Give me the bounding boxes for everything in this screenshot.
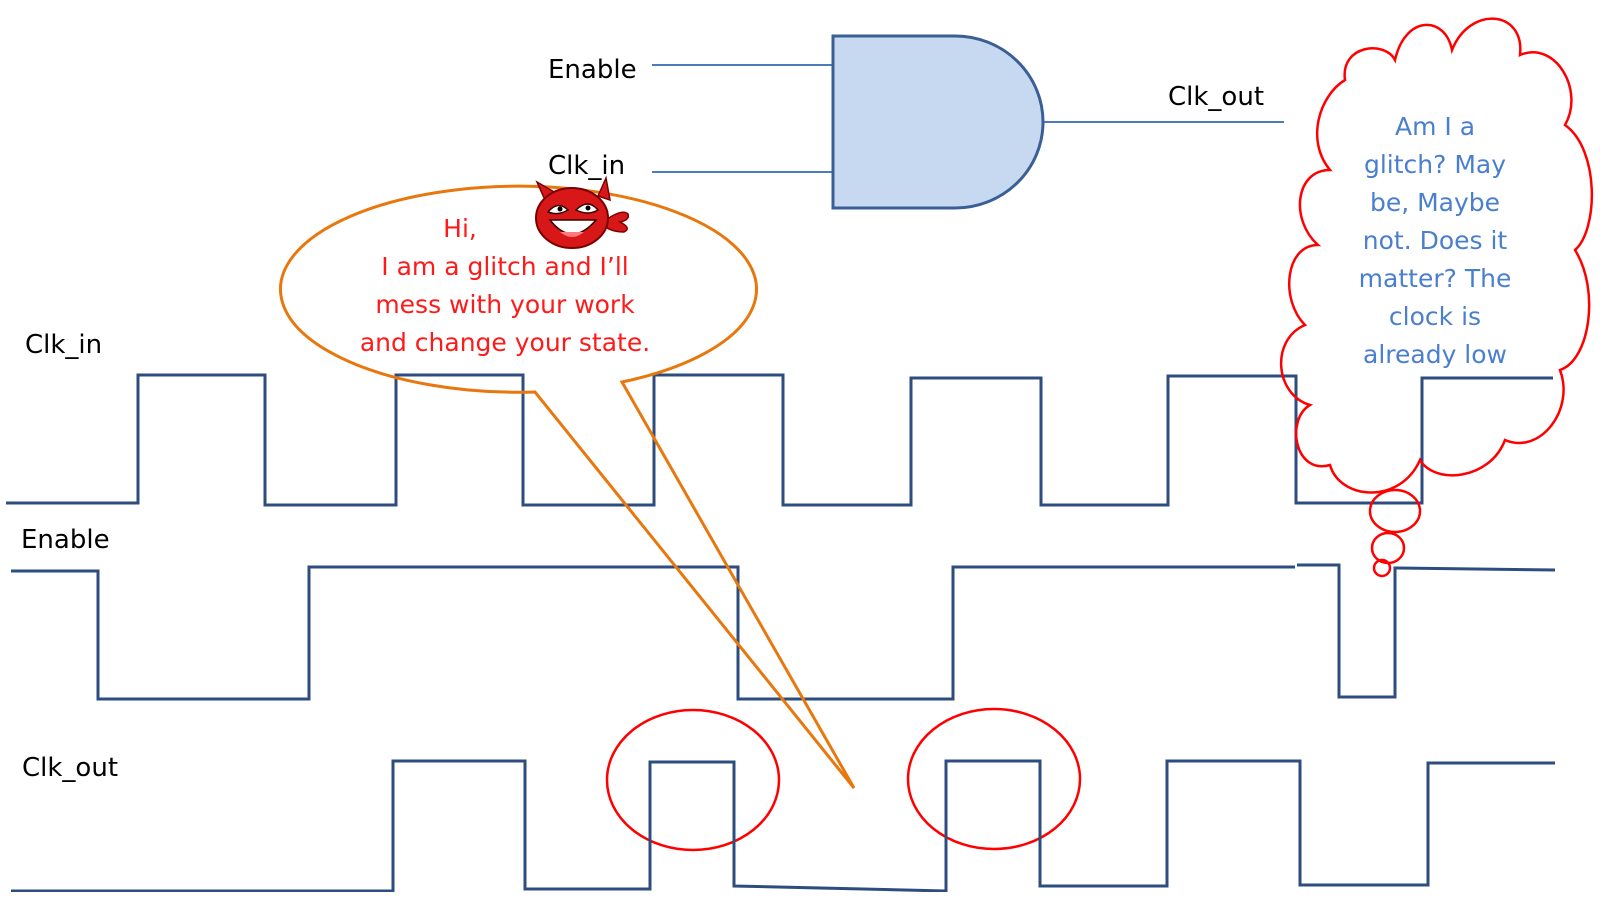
thought-line-7: already low <box>1363 340 1507 369</box>
speech-line-2: I am a glitch and I’ll <box>381 252 629 281</box>
glitch-highlight-circle-1 <box>605 708 781 852</box>
thought-line-4: not. Does it <box>1362 226 1508 255</box>
gate-clk-out-label: Clk_out <box>1168 82 1265 112</box>
thought-dot-small <box>1372 558 1392 578</box>
thought-line-1: Am I a <box>1394 112 1476 141</box>
clk-in-waveform <box>6 373 1553 507</box>
clk-in-wave-label: Clk_in <box>25 330 103 360</box>
clk-out-waveform <box>11 759 1555 893</box>
gate-enable-label: Enable <box>548 55 637 85</box>
enable-waveform <box>11 563 1556 701</box>
gate-clk-in-label: Clk_in <box>548 151 626 181</box>
and-gate-group <box>652 34 1284 210</box>
glitch-highlight-circle-2 <box>906 707 1082 851</box>
devil-smiley-icon <box>535 175 630 249</box>
thought-line-2: glitch? May <box>1363 150 1507 179</box>
clk-out-wave-label: Clk_out <box>22 753 119 783</box>
thought-line-3: be, Maybe <box>1369 188 1501 217</box>
speech-bubble <box>279 184 856 789</box>
speech-bubble-text: Hi, I am a glitch and I’ll mess with you… <box>330 210 680 362</box>
and-gate-body <box>831 34 1045 210</box>
thought-cloud-outline <box>1280 17 1594 494</box>
enable-wave-label: Enable <box>21 525 110 555</box>
thought-dot-large <box>1368 488 1422 534</box>
speech-line-4: and change your state. <box>359 328 651 357</box>
thought-cloud <box>1280 17 1594 578</box>
thought-bubble-text: Am I a glitch? May be, Maybe not. Does i… <box>1330 108 1540 374</box>
thought-dot-medium <box>1370 531 1406 565</box>
thought-line-6: clock is <box>1388 302 1482 331</box>
speech-line-3: mess with your work <box>375 290 635 319</box>
thought-line-5: matter? The <box>1358 264 1512 293</box>
speech-line-1: Hi, <box>443 214 477 243</box>
